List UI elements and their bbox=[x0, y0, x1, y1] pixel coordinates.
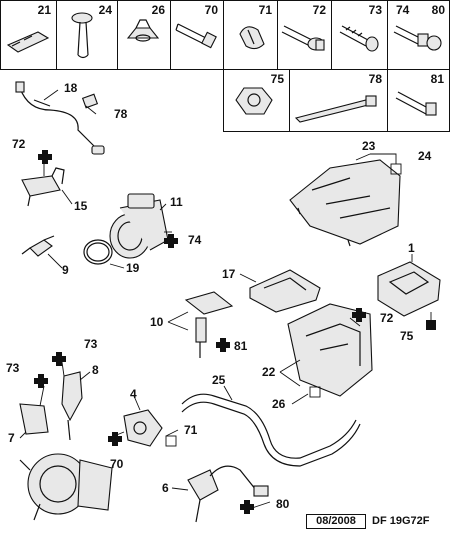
callout-4: 4 bbox=[130, 387, 137, 401]
callout-72: 72 bbox=[12, 137, 26, 151]
callout-25: 25 bbox=[212, 373, 226, 387]
legend-number: 72 bbox=[312, 3, 326, 17]
bolt-74-80-icon bbox=[393, 25, 442, 51]
callout-15: 15 bbox=[74, 199, 88, 213]
marker-square-icon bbox=[426, 320, 436, 330]
callout-26: 26 bbox=[272, 397, 286, 411]
callout-71: 71 bbox=[184, 423, 198, 437]
bracket-7-icon bbox=[19, 403, 49, 435]
callout-78: 78 bbox=[114, 107, 128, 121]
plus-marker-icon bbox=[164, 234, 178, 248]
callout-23: 23 bbox=[362, 139, 376, 153]
callout-1: 1 bbox=[408, 241, 415, 255]
callout-18: 18 bbox=[64, 81, 78, 95]
bolt-81-icon bbox=[395, 91, 437, 116]
bolt-72-icon bbox=[281, 25, 325, 51]
callout-73: 73 bbox=[84, 337, 98, 351]
callout-8: 8 bbox=[92, 363, 99, 377]
callout-6: 6 bbox=[162, 481, 169, 495]
legend-number: 70 bbox=[204, 3, 218, 17]
callout-75: 75 bbox=[400, 329, 414, 343]
legend-number: 73 bbox=[368, 3, 382, 17]
legend-cell-24: 24 bbox=[56, 0, 118, 70]
legend-number: 21 bbox=[37, 3, 51, 17]
wire-harness-18-icon bbox=[19, 87, 99, 151]
push-rivet-24-icon bbox=[71, 12, 93, 59]
plus-marker-icon bbox=[352, 308, 366, 322]
clip-nut-26-icon bbox=[126, 19, 160, 42]
callout-24: 24 bbox=[418, 149, 432, 163]
callout-19: 19 bbox=[126, 261, 140, 275]
screw-73-icon bbox=[339, 25, 379, 52]
callout-17: 17 bbox=[222, 267, 236, 281]
legend-cell-81: 81 bbox=[387, 69, 450, 132]
callout-81: 81 bbox=[234, 339, 248, 353]
callout-22: 22 bbox=[262, 365, 276, 379]
sensor-10-icon bbox=[184, 291, 234, 358]
callout-72: 72 bbox=[380, 311, 394, 325]
sensor-9-icon bbox=[29, 239, 53, 257]
callout-70: 70 bbox=[110, 457, 124, 471]
legend-cell-21: 21 bbox=[0, 0, 57, 70]
bolt-70-icon bbox=[175, 23, 217, 49]
legend-number: 78 bbox=[368, 72, 382, 86]
legend-number: 81 bbox=[430, 72, 444, 86]
tray-22-icon bbox=[287, 303, 373, 397]
valve-4-icon bbox=[123, 409, 163, 447]
hose-25-icon bbox=[181, 393, 357, 459]
callout-9: 9 bbox=[62, 263, 69, 277]
clip-21-icon bbox=[6, 31, 50, 53]
legend-number: 26 bbox=[151, 3, 165, 17]
diagram-reference: DF 19G72F bbox=[372, 515, 430, 527]
control-unit-1-icon bbox=[377, 261, 441, 317]
callout-10: 10 bbox=[150, 315, 164, 329]
clip-71-icon bbox=[239, 26, 265, 50]
nut-75-icon bbox=[235, 87, 273, 115]
plus-marker-icon bbox=[34, 374, 48, 388]
cable-tie-78-icon bbox=[294, 95, 377, 123]
callout-7: 7 bbox=[8, 431, 15, 445]
airflow-meter-11-icon bbox=[109, 193, 169, 259]
legend-number: 80 bbox=[431, 3, 445, 17]
callout-73: 73 bbox=[6, 361, 20, 375]
cover-23-icon bbox=[289, 159, 401, 247]
legend-number: 74 bbox=[396, 3, 410, 17]
legend-number: 24 bbox=[98, 3, 112, 17]
callout-80: 80 bbox=[276, 497, 290, 511]
legend-number: 75 bbox=[270, 72, 284, 86]
callout-74: 74 bbox=[188, 233, 202, 247]
module-17-icon bbox=[249, 269, 321, 313]
sensor-8-icon bbox=[61, 371, 83, 422]
plus-markers bbox=[34, 150, 366, 514]
sensor-15-icon bbox=[21, 175, 61, 197]
plus-marker-icon bbox=[108, 432, 122, 446]
callout-11: 11 bbox=[170, 195, 183, 209]
sensor-6-icon bbox=[187, 465, 269, 523]
plus-marker-icon bbox=[216, 338, 230, 352]
plus-marker-icon bbox=[240, 500, 254, 514]
throttle-body-icon bbox=[19, 453, 113, 521]
plus-marker-icon bbox=[52, 352, 66, 366]
seal-19-icon bbox=[83, 239, 113, 265]
plus-marker-icon bbox=[38, 150, 52, 164]
date-stamp: 08/2008 bbox=[306, 514, 366, 529]
legend-number: 71 bbox=[258, 3, 272, 17]
